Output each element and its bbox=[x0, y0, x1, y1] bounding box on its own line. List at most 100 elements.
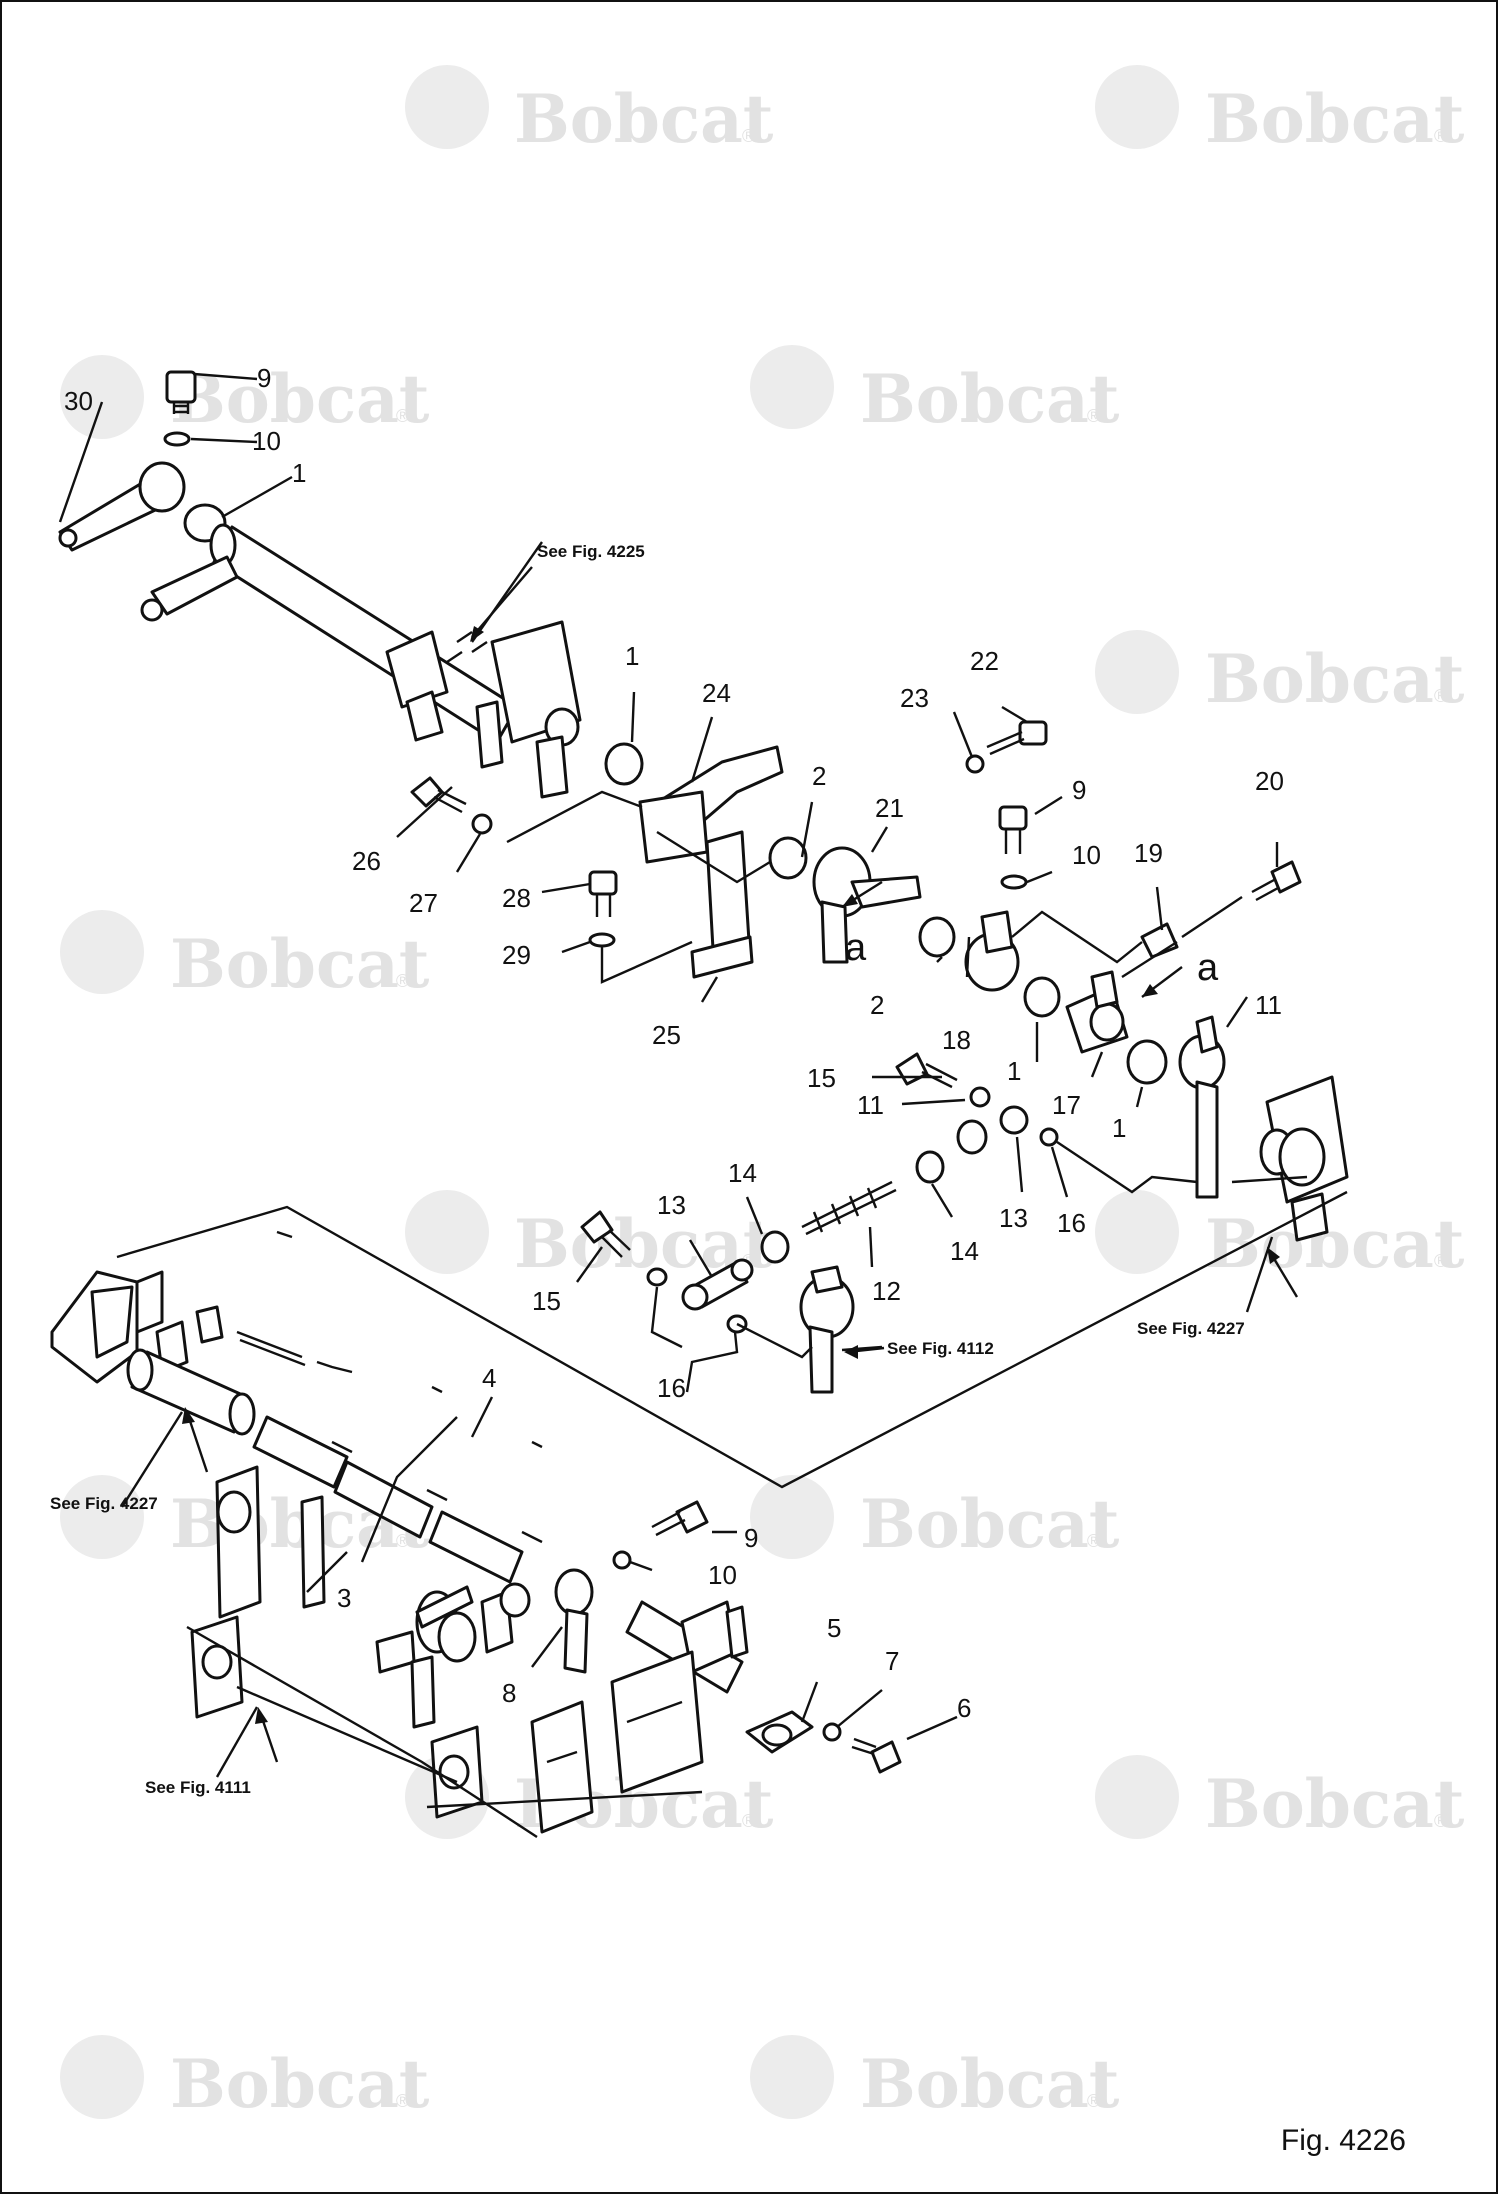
bolt-part-22 bbox=[1018, 720, 1048, 746]
ref-see-fig-4112: See Fig. 4112 bbox=[887, 1339, 994, 1358]
callout-10: 10 bbox=[708, 1560, 737, 1590]
lever-hub bbox=[138, 461, 186, 513]
watermark: Bobcat® bbox=[1095, 1755, 1465, 1843]
watermark: Bobcat® bbox=[750, 1475, 1120, 1563]
bolt-part-9-low bbox=[675, 1500, 709, 1534]
ref-see-fig-4225: See Fig. 4225 bbox=[537, 542, 645, 561]
svg-text:®: ® bbox=[1434, 1251, 1447, 1271]
watermark: Bobcat® bbox=[60, 910, 430, 1003]
svg-text:®: ® bbox=[396, 406, 409, 426]
callout-9: 9 bbox=[257, 363, 271, 393]
bolt-part-9-mid bbox=[998, 805, 1028, 831]
washer-part-10-mid bbox=[1000, 874, 1028, 890]
callout-10: 10 bbox=[252, 426, 281, 456]
callout-13: 13 bbox=[657, 1190, 686, 1220]
callout-30: 30 bbox=[64, 386, 93, 416]
bolt-part-15-b bbox=[580, 1210, 614, 1244]
bolt-part-6 bbox=[870, 1740, 902, 1774]
callout-8: 8 bbox=[502, 1678, 516, 1708]
upper-shaft bbox=[212, 525, 519, 744]
svg-text:Bobcat: Bobcat bbox=[1205, 1205, 1465, 1283]
svg-text:Bobcat: Bobcat bbox=[860, 360, 1120, 438]
watermark: Bobcat® bbox=[1095, 630, 1465, 718]
callout-7: 7 bbox=[885, 1646, 899, 1676]
callout-16: 16 bbox=[1057, 1208, 1086, 1238]
bolt-part-20 bbox=[1270, 860, 1302, 894]
callout-24: 24 bbox=[702, 678, 731, 708]
svg-text:Bobcat: Bobcat bbox=[1205, 640, 1465, 718]
nut-part-14-b bbox=[915, 1150, 945, 1184]
svg-text:Bobcat: Bobcat bbox=[170, 925, 430, 1003]
callout-15: 15 bbox=[532, 1286, 561, 1316]
callout-10: 10 bbox=[1072, 840, 1101, 870]
callout-16: 16 bbox=[657, 1373, 686, 1403]
callout-13: 13 bbox=[999, 1203, 1028, 1233]
figure-references: See Fig. 4225 See Fig. 4227 See Fig. 422… bbox=[50, 542, 1245, 1797]
svg-text:®: ® bbox=[396, 971, 409, 991]
washer-part-16-b1 bbox=[646, 1267, 668, 1287]
callout-23: 23 bbox=[900, 683, 929, 713]
callout-9: 9 bbox=[1072, 775, 1086, 805]
callout-15: 15 bbox=[807, 1063, 836, 1093]
bushing-part-2-b bbox=[918, 916, 956, 958]
washer-part-13 bbox=[999, 1105, 1029, 1135]
callout-19: 19 bbox=[1134, 838, 1163, 868]
callout-14: 14 bbox=[950, 1236, 979, 1266]
callout-18: 18 bbox=[942, 1025, 971, 1055]
svg-text:Bobcat: Bobcat bbox=[1205, 1765, 1465, 1843]
bushing-part-1-d bbox=[1126, 1039, 1168, 1085]
callout-1: 1 bbox=[1112, 1113, 1126, 1143]
lower-left-plate bbox=[215, 1465, 262, 1619]
callout-4: 4 bbox=[482, 1363, 496, 1393]
tube-part-3-a bbox=[252, 1415, 349, 1489]
ref-see-fig-4227-left: See Fig. 4227 bbox=[50, 1494, 158, 1513]
svg-text:Bobcat: Bobcat bbox=[514, 80, 774, 158]
bolt-part-28 bbox=[588, 870, 618, 896]
washer-part-10 bbox=[163, 431, 191, 447]
callout-3: 3 bbox=[337, 1583, 351, 1613]
mounting-plate-left bbox=[530, 1700, 594, 1834]
section-markers: a a bbox=[845, 927, 1219, 989]
svg-text:®: ® bbox=[396, 1531, 409, 1551]
rod-part-12 bbox=[801, 1180, 897, 1236]
svg-text:®: ® bbox=[1087, 1531, 1100, 1551]
svg-text:®: ® bbox=[1434, 686, 1447, 706]
svg-text:®: ® bbox=[1087, 406, 1100, 426]
callout-11: 11 bbox=[1255, 990, 1282, 1020]
watermark: Bobcat® bbox=[750, 2035, 1120, 2123]
callout-21: 21 bbox=[875, 793, 904, 823]
callout-11: 11 bbox=[857, 1090, 884, 1120]
bushing-part-1-c bbox=[1023, 976, 1061, 1018]
watermark: Bobcat® bbox=[750, 345, 1120, 438]
svg-text:Bobcat: Bobcat bbox=[170, 2045, 430, 2123]
svg-text:Bobcat: Bobcat bbox=[1205, 80, 1465, 158]
lower-shaft-assembly bbox=[50, 1270, 902, 1839]
svg-text:®: ® bbox=[742, 126, 755, 146]
section-marker-a: a bbox=[845, 927, 867, 969]
leader-lines bbox=[58, 372, 1348, 1489]
section-marker-a: a bbox=[1197, 947, 1219, 989]
leader-lines-lower bbox=[120, 1396, 958, 1778]
bushing-lower bbox=[499, 1582, 531, 1618]
washer-part-16-a bbox=[1039, 1127, 1059, 1147]
svg-text:Bobcat: Bobcat bbox=[860, 2045, 1120, 2123]
washer-part-27 bbox=[471, 813, 493, 835]
svg-text:®: ® bbox=[1087, 2091, 1100, 2111]
callout-26: 26 bbox=[352, 846, 381, 876]
shaft-bracket bbox=[150, 555, 239, 616]
bushing-part-1-mid bbox=[604, 742, 644, 786]
callout-2: 2 bbox=[870, 990, 884, 1020]
bolt-part-9 bbox=[165, 370, 197, 404]
watermark: Bobcat® bbox=[60, 2035, 430, 2123]
callout-9: 9 bbox=[744, 1523, 758, 1553]
watermark: Bobcat® bbox=[1095, 65, 1465, 158]
callout-22: 22 bbox=[970, 646, 999, 676]
callout-20: 20 bbox=[1255, 766, 1284, 796]
upper-lever-assembly bbox=[58, 370, 1349, 1394]
mounting-plate-right bbox=[610, 1650, 704, 1794]
part-callouts: 30 9 10 1 1 24 26 27 28 29 25 2 21 23 22… bbox=[64, 363, 1284, 1723]
callout-5: 5 bbox=[827, 1613, 841, 1643]
bushing-part-2 bbox=[768, 836, 808, 880]
callout-12: 12 bbox=[872, 1276, 901, 1306]
